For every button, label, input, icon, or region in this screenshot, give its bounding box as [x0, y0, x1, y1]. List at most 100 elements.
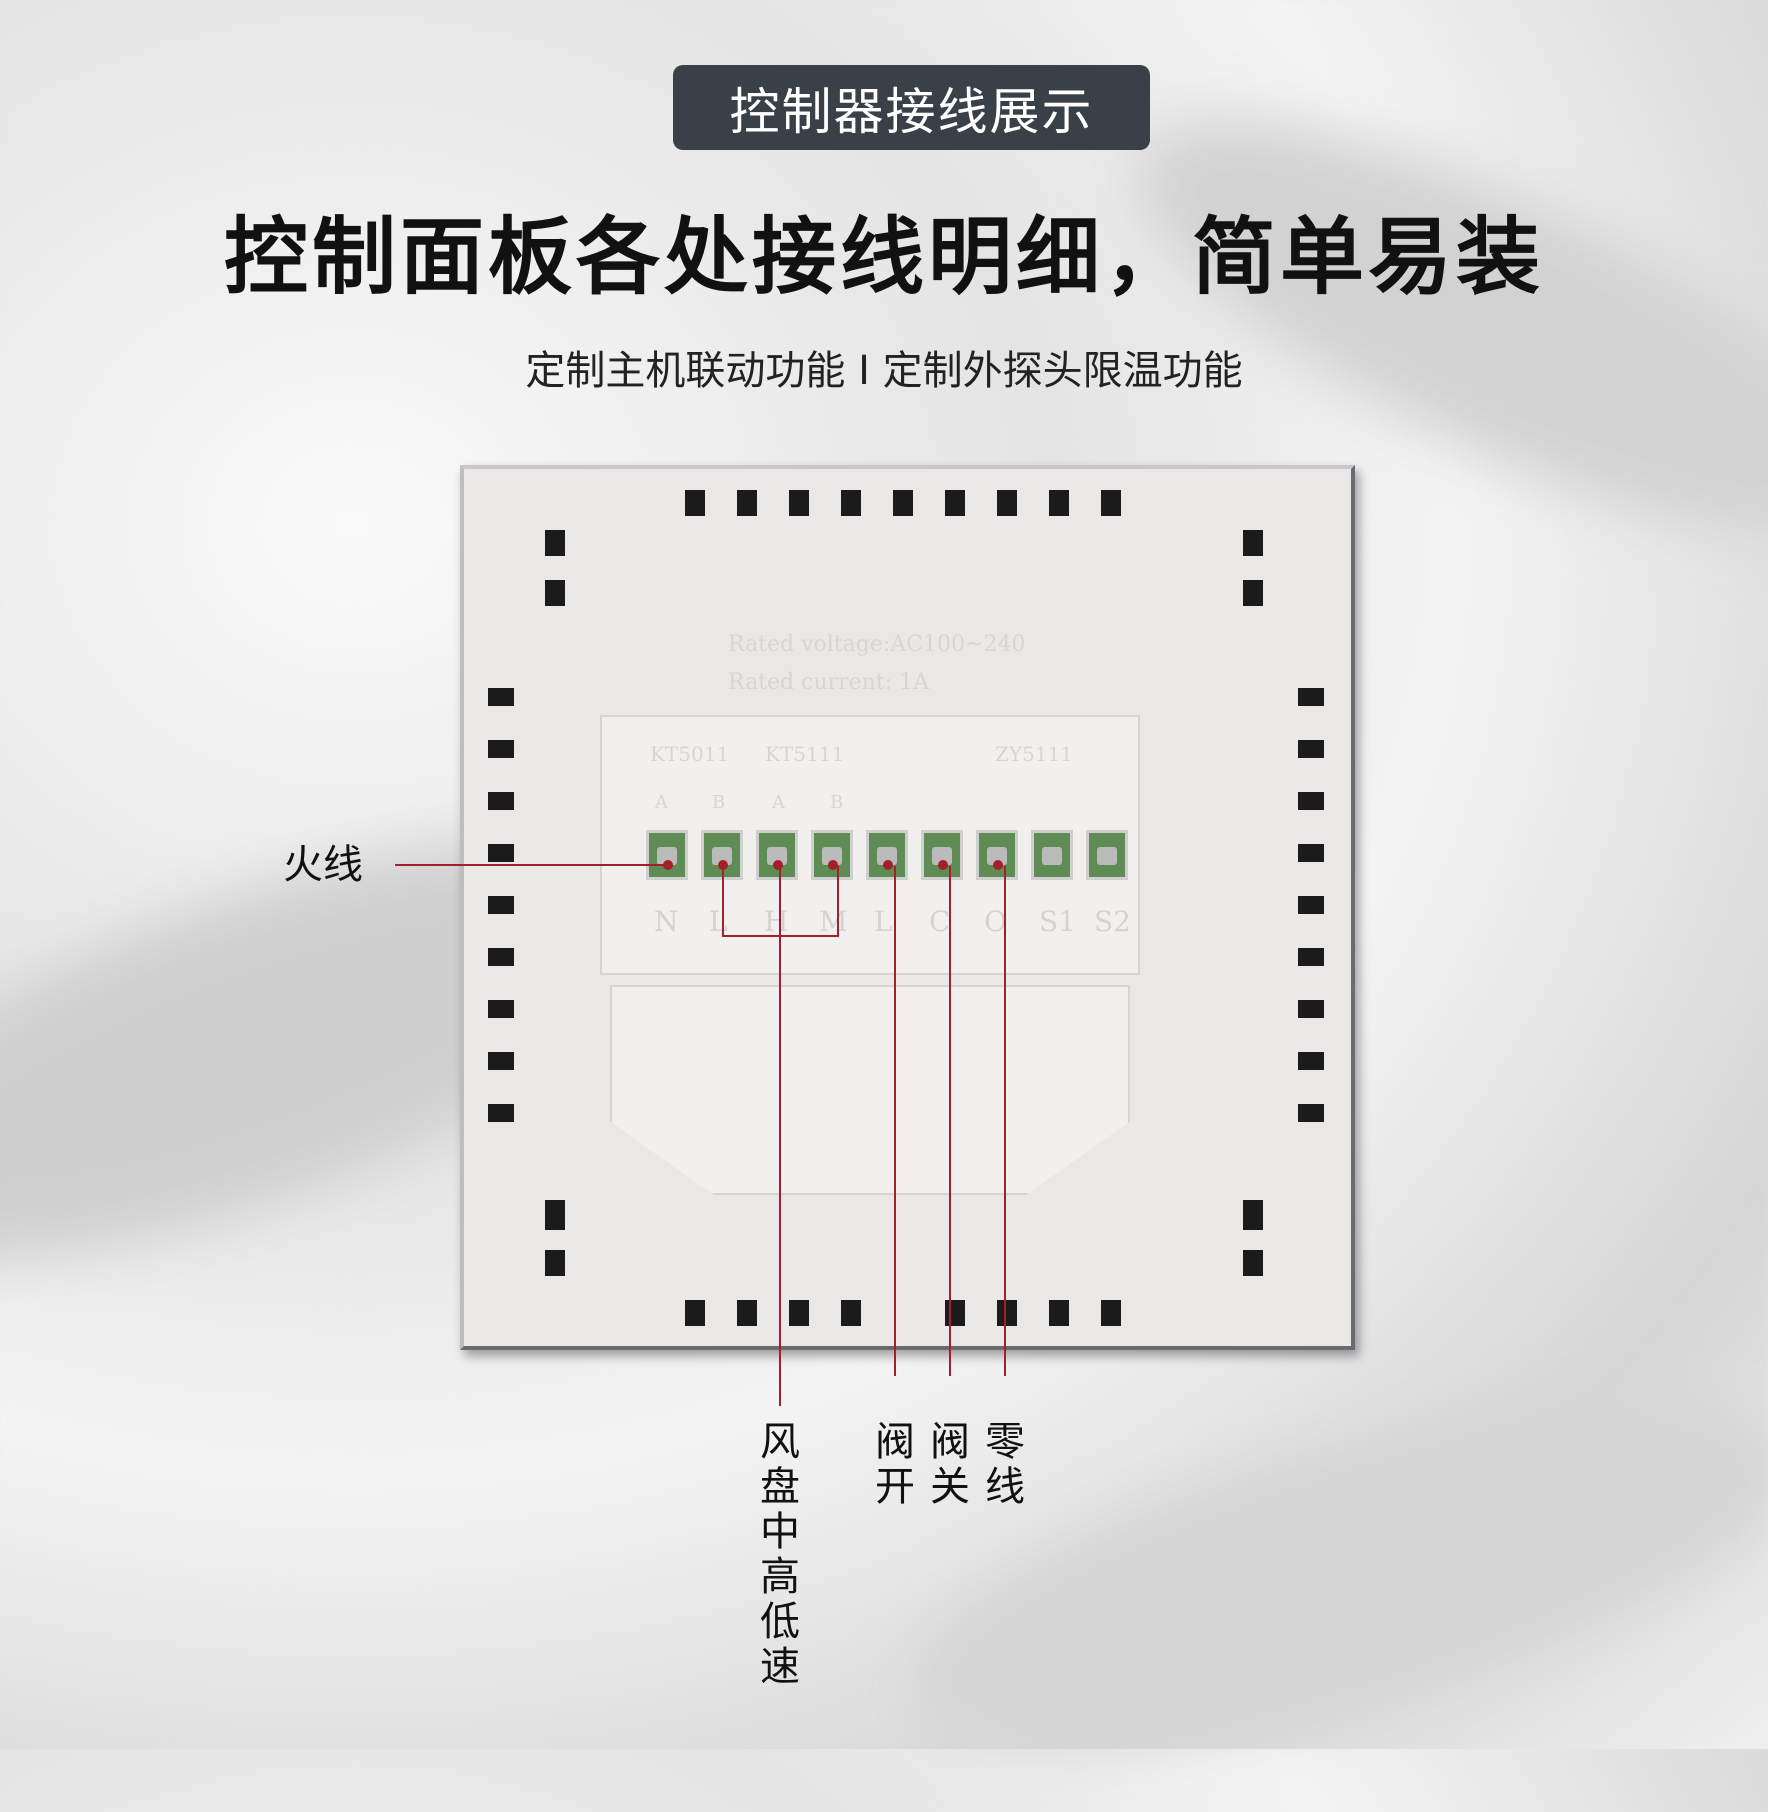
valve-close-line — [949, 866, 951, 1376]
option-label: A — [772, 792, 785, 813]
vent-slot — [1298, 740, 1324, 758]
model-label: KT5011 — [650, 742, 730, 766]
screw-terminal — [756, 830, 798, 880]
screw-icon — [712, 847, 732, 865]
vent-slot — [893, 490, 913, 516]
vent-slot — [1243, 580, 1263, 606]
model-label: ZY5111 — [995, 742, 1073, 766]
live-label: 火线 — [283, 842, 363, 888]
vent-slot — [1101, 490, 1121, 516]
connection-dot — [828, 860, 838, 870]
vent-slot — [488, 740, 514, 758]
valve-open-label: 阀开 — [875, 1419, 915, 1510]
vent-slot — [1298, 1052, 1324, 1070]
vent-slot — [545, 580, 565, 606]
connection-dot — [993, 860, 1003, 870]
vent-slot — [1101, 1300, 1121, 1326]
vent-slot — [841, 1300, 861, 1326]
vent-slot — [841, 490, 861, 516]
vent-slot — [1298, 1000, 1324, 1018]
subtitle: 定制主机联动功能 I 定制外探头限温功能 — [525, 348, 1243, 394]
vent-slot — [1298, 844, 1324, 862]
vent-slot — [488, 844, 514, 862]
vent-slot — [1049, 1300, 1069, 1326]
lower-housing — [610, 985, 1130, 1195]
vent-slot — [737, 1300, 757, 1326]
vent-slot — [1243, 530, 1263, 556]
option-label: A — [655, 792, 668, 813]
screw-terminal — [811, 830, 853, 880]
vent-slot — [997, 1300, 1017, 1326]
option-label: B — [830, 792, 844, 813]
terminal-label: M — [819, 905, 848, 938]
rated-current: Rated current: 1A — [728, 670, 929, 695]
vent-slot — [1243, 1200, 1263, 1230]
terminal-label: L — [709, 905, 728, 938]
vent-slot — [1298, 792, 1324, 810]
screw-icon — [657, 847, 677, 865]
vent-slot — [789, 1300, 809, 1326]
connection-dot — [663, 860, 673, 870]
vent-slot — [789, 490, 809, 516]
vent-slot — [488, 688, 514, 706]
fan-line — [779, 866, 781, 1406]
bridge-line — [722, 866, 724, 936]
vent-slot — [685, 1300, 705, 1326]
vent-slot — [488, 948, 514, 966]
vent-slot — [1243, 1250, 1263, 1276]
vent-slot — [945, 1300, 965, 1326]
terminal-label: C — [929, 905, 951, 938]
screw-icon — [767, 847, 787, 865]
screw-icon — [1042, 847, 1062, 865]
vent-slot — [545, 1200, 565, 1230]
terminal-label: S1 — [1039, 905, 1076, 938]
model-label: KT5111 — [765, 742, 845, 766]
terminal-label: H — [764, 905, 789, 938]
screw-terminal — [921, 830, 963, 880]
vent-slot — [488, 792, 514, 810]
vent-slot — [1049, 490, 1069, 516]
vent-slot — [997, 490, 1017, 516]
vent-slot — [737, 490, 757, 516]
terminal-label: L — [874, 905, 893, 938]
vent-slot — [1298, 688, 1324, 706]
terminal-label: S2 — [1094, 905, 1131, 938]
screw-terminal — [1086, 830, 1128, 880]
screw-terminal — [646, 830, 688, 880]
connection-dot — [718, 860, 728, 870]
vent-slot — [488, 1000, 514, 1018]
terminal-label: O — [984, 905, 1007, 938]
vent-slot — [488, 896, 514, 914]
screw-terminal — [866, 830, 908, 880]
connection-dot — [883, 860, 893, 870]
section-badge: 控制器接线展示 — [673, 65, 1150, 150]
screw-terminal — [976, 830, 1018, 880]
valve-close-label: 阀关 — [930, 1419, 970, 1510]
vent-slot — [1298, 896, 1324, 914]
screw-icon — [987, 847, 1007, 865]
screw-icon — [1097, 847, 1117, 865]
vent-slot — [1298, 948, 1324, 966]
vent-slot — [945, 490, 965, 516]
rated-voltage: Rated voltage:AC100~240 — [728, 632, 1026, 657]
option-label: B — [712, 792, 726, 813]
headline: 控制面板各处接线明细，简单易装 — [223, 208, 1544, 306]
bridge-line — [837, 866, 839, 936]
vent-slot — [545, 530, 565, 556]
screw-terminal — [1031, 830, 1073, 880]
vent-slot — [685, 490, 705, 516]
valve-open-line — [894, 866, 896, 1376]
screw-icon — [822, 847, 842, 865]
connection-dot — [773, 860, 783, 870]
vent-slot — [545, 1250, 565, 1276]
fan-speed-label: 风盘中高低速 — [760, 1419, 800, 1690]
connection-dot — [938, 860, 948, 870]
screw-icon — [877, 847, 897, 865]
vent-slot — [488, 1052, 514, 1070]
vent-slot — [488, 1104, 514, 1122]
live-line — [395, 864, 668, 866]
vent-slot — [1298, 1104, 1324, 1122]
neutral-line — [1004, 866, 1006, 1376]
neutral-label: 零线 — [985, 1419, 1025, 1510]
screw-icon — [932, 847, 952, 865]
